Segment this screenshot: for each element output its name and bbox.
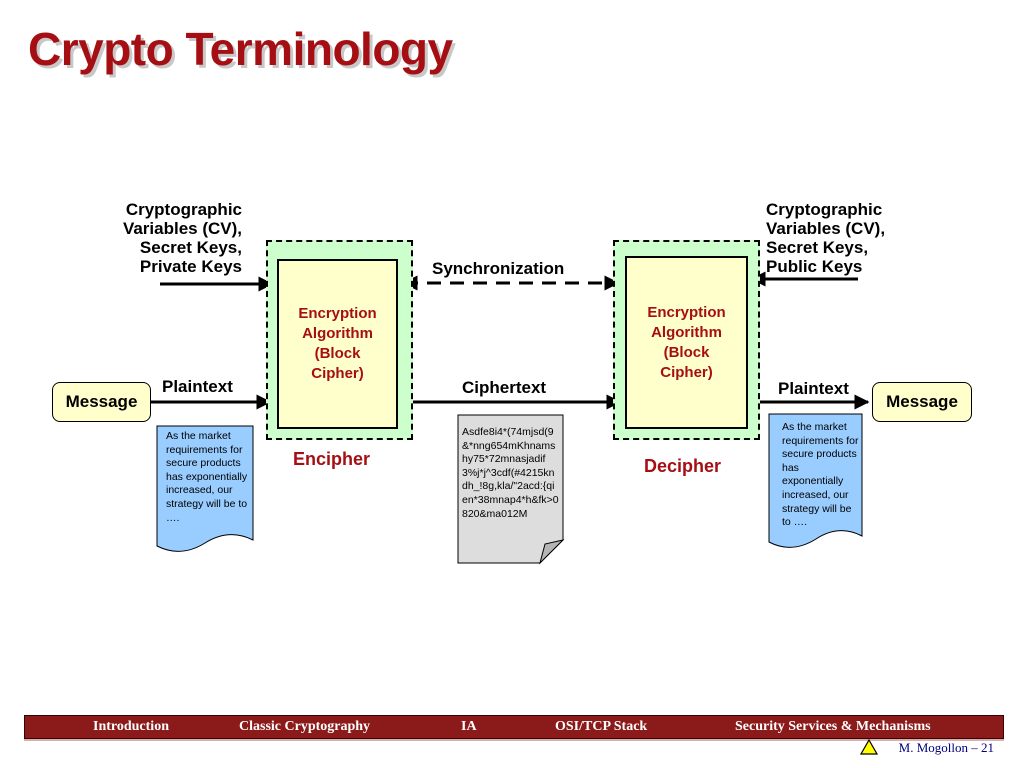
decipher-algorithm-line-2: Algorithm xyxy=(651,323,722,341)
footer-link-osi-tcp-stack[interactable]: OSI/TCP Stack xyxy=(555,719,648,734)
right-keys-line-1: Cryptographic xyxy=(766,200,883,219)
left-keys-line-3: Secret Keys, xyxy=(139,238,242,257)
page-title: Crypto Terminology xyxy=(28,23,453,75)
footer-link-ia[interactable]: IA xyxy=(461,719,477,734)
plaintext-document-right xyxy=(768,413,863,548)
synchronization-label: Synchronization xyxy=(432,259,565,278)
right-keys-line-2: Variables (CV), xyxy=(766,219,886,238)
plaintext-document-left xyxy=(156,425,254,552)
decipher-label: Decipher xyxy=(644,456,722,476)
right-keys-line-4: Public Keys xyxy=(766,257,863,276)
encipher-label: Encipher xyxy=(293,449,371,469)
decipher-algorithm-line-4: Cipher) xyxy=(660,363,713,381)
encipher-algorithm: Encryption Algorithm (Block Cipher) xyxy=(277,259,398,429)
left-keys-line-1: Cryptographic xyxy=(125,200,242,219)
decipher-algorithm: Encryption Algorithm (Block Cipher) xyxy=(625,256,748,429)
footer-link-classic-cryptography[interactable]: Classic Cryptography xyxy=(239,719,371,734)
author-credit: M. Mogollon – 21 xyxy=(898,740,994,755)
plaintext-label-right: Plaintext xyxy=(778,379,849,398)
plaintext-document-text-right: As the market requirements for secure pr… xyxy=(782,421,859,529)
message-box-right: Message xyxy=(872,382,972,422)
decipher-algorithm-line-3: (Block xyxy=(663,343,710,361)
left-keys-line-4: Private Keys xyxy=(139,257,242,276)
plaintext-document-text-left: As the market requirements for secure pr… xyxy=(166,430,248,524)
ciphertext-document-text: Asdfe8i4*(74mjsd(9&*nng654mKhnamshy75*72… xyxy=(462,426,559,520)
footer-link-security-services[interactable]: Security Services & Mechanisms xyxy=(735,719,931,734)
decipher-algorithm-line-1: Encryption xyxy=(647,303,726,321)
left-keys-label: Cryptographic Variables (CV), Secret Key… xyxy=(123,200,242,276)
encipher-algorithm-line-3: (Block xyxy=(314,345,361,362)
left-keys-line-2: Variables (CV), xyxy=(122,219,242,238)
footer-link-introduction[interactable]: Introduction xyxy=(93,719,169,734)
encipher-algorithm-line-1: Encryption xyxy=(298,305,377,322)
warning-triangle-icon[interactable] xyxy=(860,739,878,755)
footer-nav-bar: Introduction Classic Cryptography IA OSI… xyxy=(24,715,1004,739)
encipher-algorithm-line-2: Algorithm xyxy=(302,325,373,342)
encipher-algorithm-line-4: Cipher) xyxy=(311,365,364,382)
right-keys-line-3: Secret Keys, xyxy=(766,238,869,257)
plaintext-label-left: Plaintext xyxy=(162,377,233,396)
right-keys-label: Cryptographic Variables (CV), Secret Key… xyxy=(766,200,885,276)
message-box-left: Message xyxy=(52,382,151,422)
ciphertext-document-fold xyxy=(539,539,565,565)
ciphertext-label: Ciphertext xyxy=(462,378,547,397)
